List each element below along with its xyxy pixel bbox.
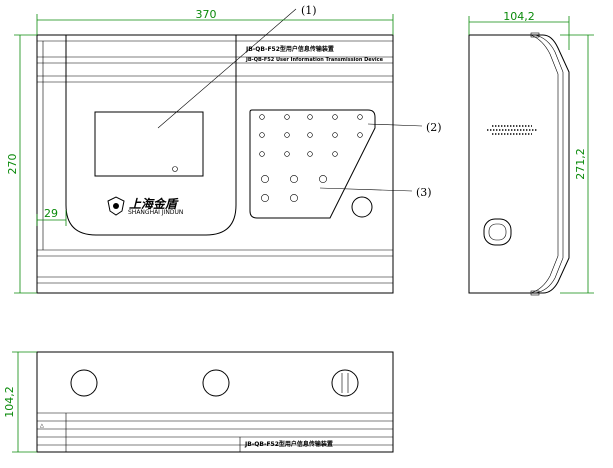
ventilation-holes [487,125,537,135]
keypad-buttons [259,114,363,202]
cable-entry-left [70,369,98,397]
bottom-depth-value: 104,2 [3,386,16,418]
device-title-en: JB-QB-F52 User Information Transmission … [245,57,384,63]
callout-1-leader [157,8,297,129]
side-width-dimension: 104,2 [468,10,570,50]
bottom-depth-dimension: 104,2 [3,351,37,453]
callout-3-label: (3) [416,186,432,199]
front-width-dimension: 370 [36,8,394,35]
front-height-value: 270 [6,154,19,175]
lcd-screen [94,111,204,177]
brand-name-en: SHANGHAI JINDUN [128,209,183,216]
shield-logo-icon [107,196,125,216]
cable-entry-right [331,369,359,397]
front-small-value: 29 [44,207,58,220]
callout-3-leader [319,187,413,192]
bottom-view: △ JB-QB-F52型用户信息传输装置 104,2 [3,351,394,453]
brand-name-cn: 上海金盾 [129,197,179,211]
key-lock [351,196,373,218]
bottom-outline [36,351,394,453]
front-view: 上海金盾 SHANGHAI JINDUN JB-QB-F52型用户信息传输装置 … [6,4,442,294]
device-title-cn: JB-QB-F52型用户信息传输装置 [245,45,334,53]
front-small-dimension: 29 [36,207,67,226]
side-lock [483,218,512,246]
callout-2-label: (2) [426,121,442,134]
svg-text:△: △ [40,423,44,429]
bottom-device-label: JB-QB-F52型用户信息传输装置 [244,440,333,448]
front-height-dimension: 270 [6,34,37,294]
side-width-value: 104,2 [503,10,535,23]
front-width-value: 370 [196,8,217,21]
side-view: 104,2 271,2 [468,10,594,296]
cable-entry-middle [202,369,230,397]
callout-1-label: (1) [301,4,317,17]
keypad-panel [249,109,376,219]
callout-2-leader [367,123,423,127]
indicator-led-icon [172,166,178,172]
brand-logo: 上海金盾 SHANGHAI JINDUN [107,196,183,216]
side-height-value: 271,2 [574,148,587,180]
side-height-dimension: 271,2 [560,34,594,294]
side-outline [468,34,570,294]
front-outline [36,34,394,294]
display-panel [65,35,237,236]
